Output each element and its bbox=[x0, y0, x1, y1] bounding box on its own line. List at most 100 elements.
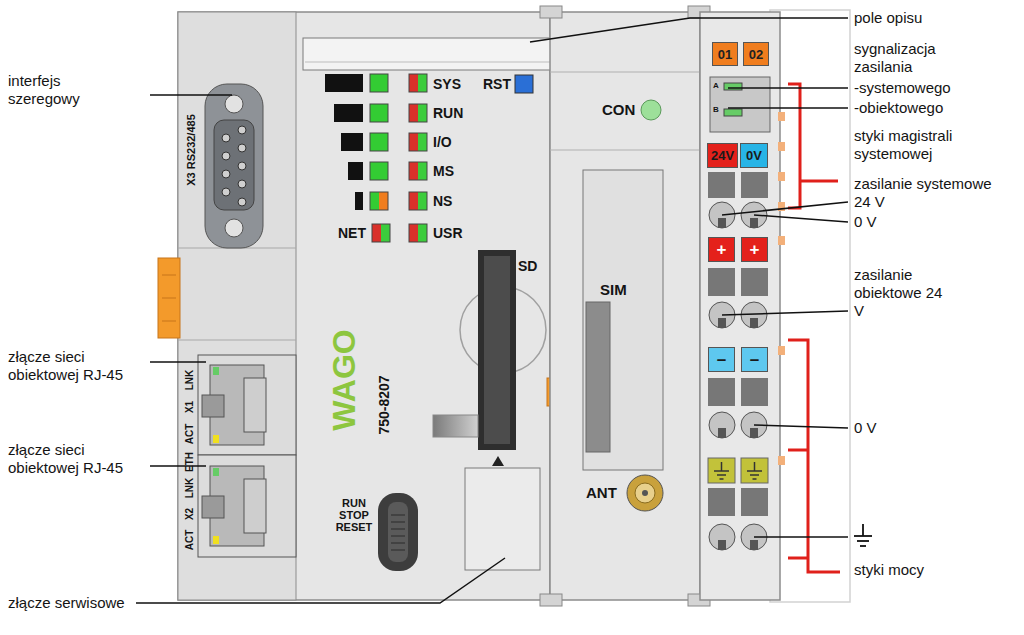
description-field bbox=[303, 38, 553, 70]
status-led bbox=[409, 162, 418, 180]
status-led bbox=[409, 224, 427, 242]
mode-switch bbox=[391, 543, 405, 544]
leader-line bbox=[150, 361, 206, 363]
serial-connector bbox=[205, 84, 263, 248]
serial-connector bbox=[238, 180, 246, 188]
status-led bbox=[409, 74, 418, 92]
port-label: X3 RS232/485 bbox=[186, 114, 197, 186]
power-module-housing bbox=[700, 12, 780, 600]
ground-terminal-marker bbox=[717, 474, 726, 476]
ground-symbol bbox=[862, 524, 864, 536]
ground-terminal-marker bbox=[753, 478, 757, 480]
contact-bracket bbox=[788, 84, 840, 572]
latch-block bbox=[433, 415, 478, 437]
service-port-cover bbox=[465, 468, 540, 570]
terminal-slots bbox=[708, 268, 735, 296]
terminal-marker: + bbox=[741, 237, 768, 262]
led-label: I/O bbox=[433, 133, 452, 151]
ground-terminal-marker bbox=[714, 470, 729, 472]
status-led bbox=[325, 74, 427, 242]
slot-label: SD bbox=[518, 257, 537, 275]
status-led bbox=[325, 74, 363, 92]
sim-card-slot bbox=[583, 170, 663, 470]
power-module-housing bbox=[710, 77, 770, 132]
ground-symbol bbox=[854, 535, 872, 537]
radio-module-housing bbox=[550, 72, 700, 73]
status-led bbox=[409, 224, 418, 242]
serial-connector bbox=[238, 144, 246, 152]
serial-connector bbox=[238, 198, 246, 206]
orange-release-tab bbox=[158, 258, 180, 338]
leader-line bbox=[754, 425, 848, 428]
rj45-port bbox=[202, 395, 224, 417]
status-led bbox=[372, 224, 390, 242]
clamp-openings bbox=[718, 428, 726, 438]
callout-label: 0 V bbox=[854, 213, 877, 231]
reset-button bbox=[515, 75, 533, 93]
clamp-openings bbox=[709, 524, 735, 550]
rj45-port bbox=[244, 378, 266, 432]
marker-text: 24V bbox=[711, 149, 734, 162]
rj45-port bbox=[198, 455, 296, 557]
controller-housing bbox=[178, 340, 296, 341]
status-led bbox=[370, 104, 388, 122]
switch-label: RUN STOP RESET bbox=[332, 497, 376, 533]
leader-line bbox=[728, 107, 848, 109]
orange-release-tab bbox=[162, 298, 176, 299]
status-led bbox=[418, 74, 427, 92]
callout-label: styki mocy bbox=[854, 561, 924, 579]
port-label: ETH bbox=[185, 452, 195, 472]
serial-connector bbox=[222, 188, 230, 196]
marker-text: 0V bbox=[746, 149, 762, 162]
mode-switch bbox=[391, 522, 405, 523]
slot-label: SIM bbox=[600, 281, 627, 299]
terminal-slots bbox=[741, 488, 768, 516]
serial-connector bbox=[225, 219, 243, 237]
antenna-connector bbox=[627, 475, 663, 511]
mode-switch bbox=[378, 493, 418, 571]
serial-connector bbox=[222, 134, 230, 142]
radio-module-housing bbox=[550, 150, 700, 151]
end-plate-outline bbox=[770, 10, 850, 602]
status-led bbox=[381, 224, 390, 242]
callout-label: złącze sieci obiektowej RJ-45 bbox=[8, 348, 130, 384]
clamp-openings bbox=[750, 218, 758, 228]
led-label: RUN bbox=[433, 104, 463, 122]
rj45-port bbox=[213, 536, 219, 544]
status-led bbox=[418, 224, 427, 242]
callout-label: zasilanie systemowe 24 V bbox=[854, 175, 1004, 211]
callout-label: -systemowego bbox=[854, 79, 951, 97]
status-led bbox=[370, 133, 388, 151]
ground-symbol bbox=[854, 524, 872, 546]
clamp-openings bbox=[718, 318, 726, 328]
ground-terminal-marker bbox=[741, 458, 768, 483]
terminal-slots bbox=[741, 378, 768, 406]
marker-text: + bbox=[717, 241, 727, 258]
ground-terminal-marker bbox=[754, 462, 756, 471]
callout-label: złącze serwisowe bbox=[8, 594, 125, 612]
status-led bbox=[409, 192, 427, 210]
radio-module-housing bbox=[540, 594, 562, 606]
ground-symbol bbox=[857, 540, 869, 542]
power-module-housing bbox=[778, 172, 785, 181]
terminal-marker: 0V bbox=[740, 143, 768, 168]
status-led bbox=[370, 192, 379, 210]
status-led bbox=[418, 133, 427, 151]
leader-line bbox=[150, 94, 232, 96]
clamp-openings bbox=[718, 218, 726, 228]
serial-connector bbox=[222, 152, 230, 160]
serial-connector bbox=[238, 162, 246, 170]
description-field bbox=[303, 38, 553, 70]
callout-label: interfejs szeregowy bbox=[8, 72, 103, 108]
led-label: USR bbox=[433, 224, 463, 242]
power-module-housing bbox=[778, 112, 785, 121]
port-label: ACT bbox=[185, 530, 195, 551]
model-number: 750-8207 bbox=[377, 375, 391, 434]
led-label: SYS bbox=[433, 75, 461, 93]
ground-terminal-marker bbox=[721, 462, 723, 471]
rj45-port bbox=[198, 355, 296, 455]
sd-card-slot bbox=[492, 456, 504, 466]
leader-line bbox=[722, 311, 848, 315]
marker-text: 01 bbox=[718, 48, 732, 61]
orange-release-tab bbox=[162, 321, 176, 322]
